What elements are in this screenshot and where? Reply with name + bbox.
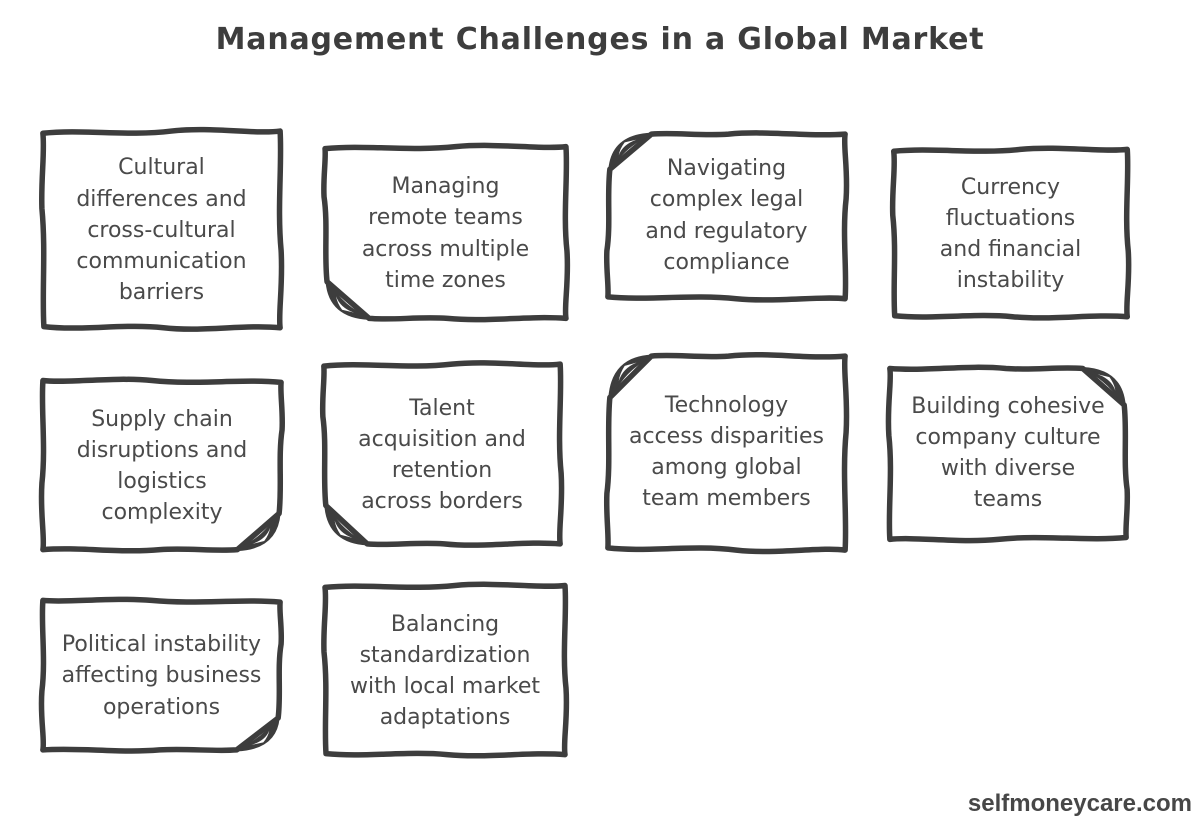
- note-text: Currency fluctuations and financial inst…: [939, 174, 1082, 294]
- hand-drawn-border-folded-icon: [315, 137, 576, 330]
- sticky-note-company-culture: Building cohesive company culture with d…: [880, 357, 1136, 549]
- watermark: selfmoneycare.com: [967, 790, 1192, 817]
- sticky-note-standardization: Balancing standardization with local mar…: [315, 576, 575, 766]
- sticky-note-talent-acquisition: Talent acquisition and retention across …: [314, 354, 570, 556]
- hand-drawn-border-icon: [33, 120, 290, 341]
- note-text: Technology access disparities among glob…: [628, 392, 824, 512]
- note-text: Navigating complex legal and regulatory …: [645, 156, 808, 275]
- page-title: Management Challenges in a Global Market: [215, 22, 985, 57]
- hand-drawn-border-folded-icon: [880, 357, 1136, 549]
- note-text: Cultural differences and cross-cultural …: [76, 155, 247, 306]
- sticky-note-supply-chain: Supply chain disruptions and logistics c…: [33, 371, 291, 561]
- sticky-note-legal-compliance: Navigating complex legal and regulatory …: [598, 123, 855, 308]
- note-text: Supply chain disruptions and logistics c…: [76, 406, 248, 526]
- hand-drawn-border-folded-icon: [33, 592, 290, 760]
- note-text: Managing remote teams across multiple ti…: [361, 174, 530, 293]
- sticky-note-technology-access: Technology access disparities among glob…: [598, 343, 855, 561]
- hand-drawn-border-folded-icon: [598, 123, 855, 308]
- hand-drawn-border-folded-icon: [598, 343, 855, 561]
- hand-drawn-border-icon: [315, 576, 575, 766]
- sticky-note-political-instability: Political instability affecting business…: [33, 592, 290, 760]
- hand-drawn-border-icon: [884, 140, 1137, 328]
- sticky-note-currency-fluctuations: Currency fluctuations and financial inst…: [884, 140, 1137, 328]
- sticky-note-remote-teams: Managing remote teams across multiple ti…: [315, 137, 576, 330]
- note-text: Political instability affecting business…: [61, 632, 262, 720]
- sticky-note-cultural-differences: Cultural differences and cross-cultural …: [33, 120, 290, 341]
- note-text: Talent acquisition and retention across …: [358, 395, 526, 515]
- note-text: Balancing standardization with local mar…: [350, 611, 540, 731]
- note-text: Building cohesive company culture with d…: [911, 393, 1105, 513]
- hand-drawn-border-folded-icon: [33, 371, 291, 561]
- hand-drawn-border-folded-icon: [314, 354, 570, 556]
